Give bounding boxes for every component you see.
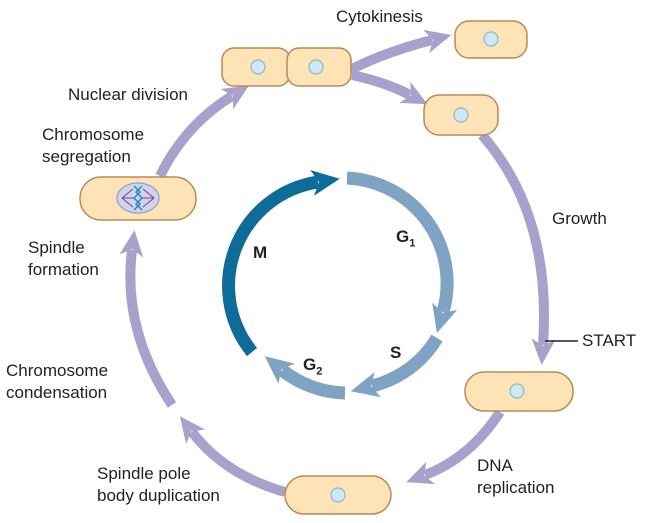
label-dna-replication: DNA replication (477, 455, 555, 499)
phase-m-arc (222, 170, 340, 357)
phase-g1-label: G1 (396, 227, 415, 249)
nucleus (453, 107, 469, 123)
phase-g2-arc (264, 356, 346, 400)
arrow-dna-replication (406, 409, 505, 485)
label-start: START (582, 331, 637, 350)
label-line: replication (477, 478, 555, 497)
phase-g1-arc (346, 171, 458, 334)
label-line: body duplication (97, 486, 220, 505)
label-line: Spindle (28, 238, 85, 257)
nucleus (509, 383, 525, 399)
arrow-growth (478, 131, 556, 365)
phase-m-label: M (253, 243, 268, 262)
label-spindle-pole-body-duplication: Spindle pole body duplication (97, 463, 220, 507)
arrow-separation (350, 70, 428, 105)
label-line: formation (28, 260, 99, 279)
label-nuclear-division: Nuclear division (68, 85, 188, 104)
phase-subscript: 2 (316, 365, 323, 378)
mitotic-spindle (116, 182, 160, 214)
arrow-condensation (119, 230, 177, 408)
label-spindle-formation: Spindle formation (28, 237, 99, 281)
phase-letter: G (303, 355, 317, 374)
phase-letter: G (396, 227, 410, 246)
nucleus (483, 31, 499, 47)
label-chromosome-segregation: Chromosome segregation (42, 124, 144, 168)
arrow-segregation (155, 85, 250, 179)
label-line: Spindle pole (97, 464, 191, 483)
label-line: Chromosome (6, 361, 109, 380)
phase-s-arc (350, 334, 443, 398)
label-line: segregation (42, 147, 131, 166)
arrow-duplication (179, 416, 287, 497)
nucleus (250, 59, 266, 75)
nucleus (308, 59, 324, 75)
label-line: DNA (477, 456, 513, 475)
nucleus (330, 487, 346, 503)
phase-subscript: 1 (409, 237, 416, 250)
label-line: condensation (6, 383, 108, 402)
label-growth: Growth (552, 209, 607, 228)
label-chromosome-condensation: Chromosome condensation (6, 360, 108, 404)
arrow-cytokinesis (347, 29, 452, 75)
label-line: Chromosome (42, 125, 145, 144)
phase-s-label: S (390, 343, 402, 362)
phase-g2-label: G2 (303, 355, 322, 377)
label-cytokinesis: Cytokinesis (336, 7, 423, 26)
